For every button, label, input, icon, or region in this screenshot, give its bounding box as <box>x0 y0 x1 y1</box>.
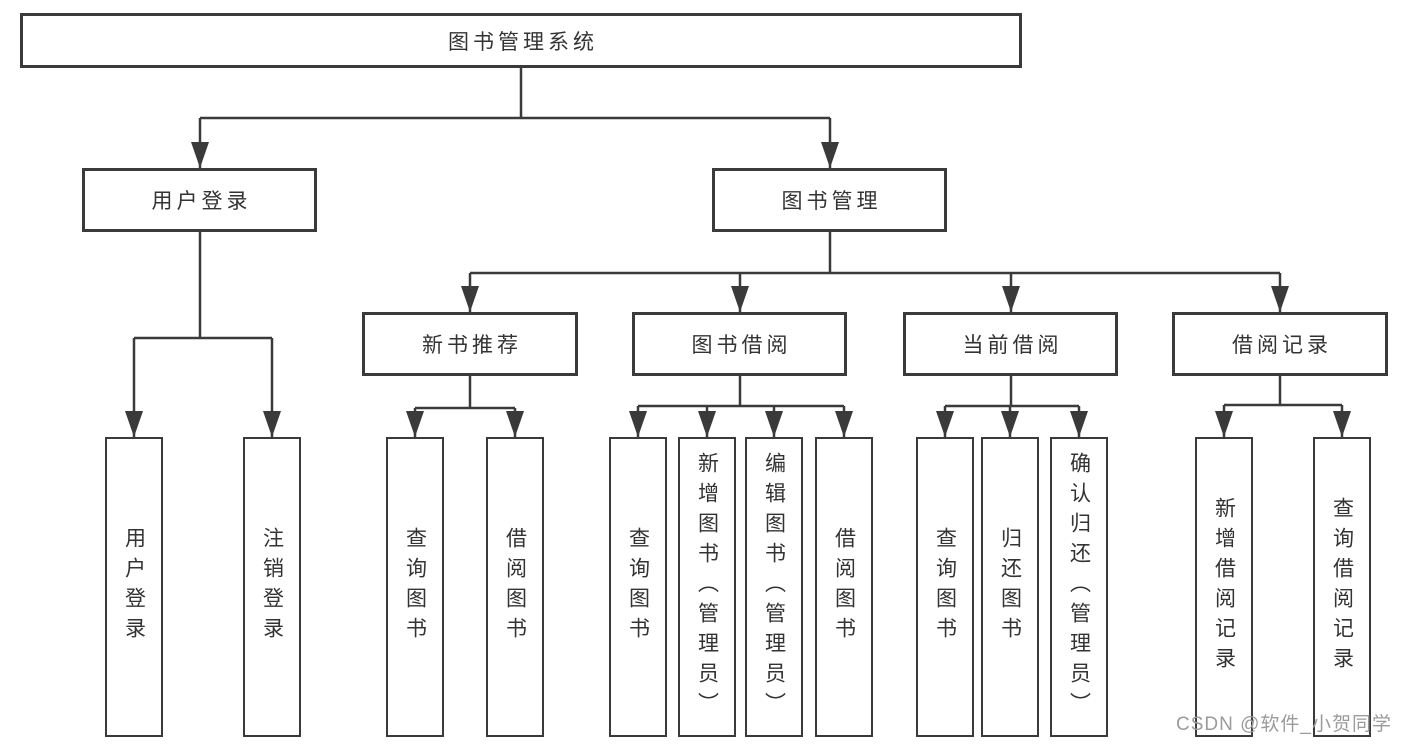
leaf-label: 注销登录 <box>260 527 284 647</box>
leaf-logout: 注销登录 <box>243 437 301 737</box>
leaf-label: 查询图书 <box>403 527 427 647</box>
leaf-add-borrow-record: 新增借阅记录 <box>1195 437 1253 737</box>
leaf-borrow-books-recommend: 借阅图书 <box>486 437 544 737</box>
leaf-label: 归还图书 <box>998 527 1022 647</box>
leaf-query-books-current: 查询图书 <box>916 437 974 737</box>
node-book-management: 图书管理 <box>712 168 947 232</box>
node-current-borrowing: 当前借阅 <box>903 312 1118 376</box>
leaf-label: 借阅图书 <box>832 527 856 647</box>
node-borrowing-records: 借阅记录 <box>1172 312 1388 376</box>
node-user-login: 用户登录 <box>82 168 317 232</box>
leaf-label: 新增图书（管理员） <box>695 452 719 722</box>
leaf-label: 查询图书 <box>626 527 650 647</box>
leaf-edit-book-admin: 编辑图书（管理员） <box>745 437 803 737</box>
node-book-borrowing: 图书借阅 <box>632 312 847 376</box>
leaf-label: 确认归还（管理员） <box>1067 452 1091 722</box>
leaf-user-login: 用户登录 <box>105 437 163 737</box>
leaf-return-book: 归还图书 <box>981 437 1039 737</box>
leaf-query-borrow-record: 查询借阅记录 <box>1313 437 1371 737</box>
leaf-label: 查询借阅记录 <box>1330 497 1354 677</box>
leaf-label: 编辑图书（管理员） <box>762 452 786 722</box>
leaf-label: 查询图书 <box>933 527 957 647</box>
node-new-book-recommend: 新书推荐 <box>362 312 578 376</box>
leaf-label: 新增借阅记录 <box>1212 497 1236 677</box>
leaf-query-books-borrowing: 查询图书 <box>609 437 667 737</box>
leaf-borrow-book: 借阅图书 <box>815 437 873 737</box>
leaf-query-books-recommend: 查询图书 <box>386 437 444 737</box>
leaf-confirm-return-admin: 确认归还（管理员） <box>1050 437 1108 737</box>
leaf-label: 用户登录 <box>122 527 146 647</box>
leaf-label: 借阅图书 <box>503 527 527 647</box>
csdn-watermark: CSDN @软件_小贺同学 <box>1176 714 1392 735</box>
leaf-add-book-admin: 新增图书（管理员） <box>678 437 736 737</box>
node-root-system: 图书管理系统 <box>20 13 1022 68</box>
